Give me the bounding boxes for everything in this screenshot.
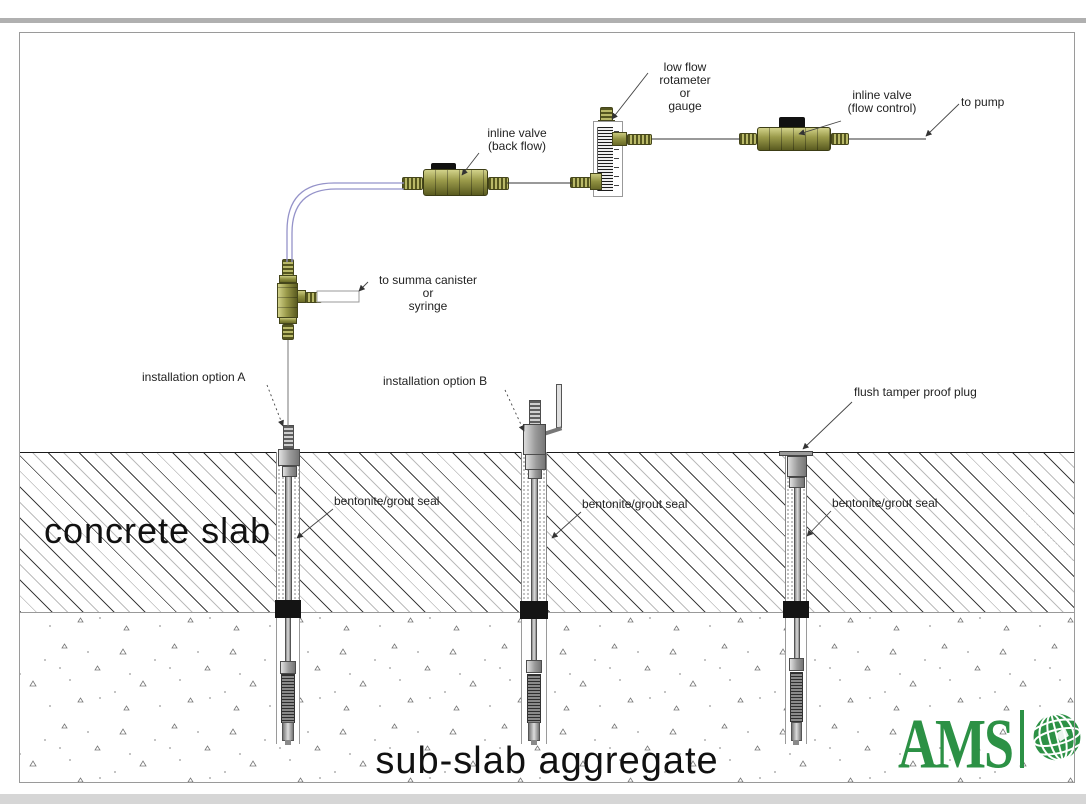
globe-icon bbox=[1033, 712, 1081, 762]
probe-a-coupling bbox=[280, 661, 296, 674]
tee-bottom-barb bbox=[282, 324, 294, 340]
concrete-slab-zone bbox=[20, 452, 1074, 613]
probe-b-valve-lever bbox=[556, 384, 562, 428]
rotameter-left-nut bbox=[590, 173, 602, 190]
probe-a-compression-nut bbox=[282, 466, 297, 477]
probe-c-flush-plate bbox=[779, 451, 813, 456]
probe-b-compression-nut bbox=[528, 469, 542, 479]
probe-c-tip bbox=[791, 722, 802, 741]
probe-c-coupling bbox=[789, 658, 804, 671]
rotameter-label-line4: gauge bbox=[668, 99, 702, 113]
summa-outlet-tube bbox=[316, 290, 360, 303]
summa-label-line2: or bbox=[422, 286, 434, 300]
probe-a-barb-fitting bbox=[283, 425, 294, 449]
summa-canister-label: to summa canister or syringe bbox=[362, 274, 494, 313]
probe-a-tubing bbox=[285, 476, 292, 602]
back-flow-label-line2: (back flow) bbox=[487, 139, 546, 153]
probe-c-bentonite-seal bbox=[783, 601, 809, 618]
concrete-slab-title: concrete slab bbox=[44, 510, 272, 551]
flow-control-label-line1: inline valve bbox=[852, 88, 912, 102]
probe-b-valve-body bbox=[523, 424, 546, 455]
probe-b-coupling bbox=[526, 660, 542, 673]
ams-logo-divider bbox=[1020, 710, 1024, 768]
probe-a-screen bbox=[281, 674, 295, 723]
flexible-tubing bbox=[286, 182, 404, 262]
ams-logo: AMS bbox=[898, 708, 1084, 779]
tee-top-nut bbox=[279, 275, 297, 283]
ams-logo-text: AMS bbox=[898, 704, 1014, 784]
probe-b-tubing bbox=[531, 478, 538, 602]
back-flow-valve-body bbox=[423, 169, 488, 196]
probe-c-plug-body bbox=[787, 456, 807, 477]
rotameter-label-line3: or bbox=[679, 86, 691, 100]
flush-plug-label: flush tamper proof plug bbox=[854, 385, 977, 399]
tee-side-barb bbox=[305, 292, 322, 303]
leader-option-b bbox=[504, 389, 525, 432]
rotameter-label-line2: rotameter bbox=[659, 73, 711, 87]
probe-a-bentonite-seal bbox=[275, 600, 301, 618]
rotameter-scale-ticks bbox=[614, 131, 619, 189]
flow-control-valve-label: inline valve (flow control) bbox=[835, 89, 929, 115]
bottom-rule bbox=[0, 794, 1086, 804]
leader-to-pump bbox=[925, 103, 960, 137]
installation-option-a-label: installation option A bbox=[142, 370, 246, 384]
back-flow-label-line1: inline valve bbox=[487, 126, 547, 140]
top-rule bbox=[0, 18, 1086, 23]
tee-bottom-nut bbox=[279, 317, 297, 324]
probe-c-compression-nut bbox=[789, 477, 805, 488]
seal-label-a: bentonite/grout seal bbox=[334, 494, 440, 508]
tee-top-barb bbox=[282, 259, 294, 276]
flow-control-valve-body bbox=[757, 127, 831, 151]
probe-c-tubing bbox=[794, 486, 801, 602]
flow-control-label-line2: (flow control) bbox=[847, 101, 917, 115]
rotameter-label-line1: low flow bbox=[663, 60, 707, 74]
probe-b-hex-nut bbox=[525, 454, 546, 470]
probe-b-rod bbox=[531, 619, 537, 661]
probe-b-tip bbox=[528, 722, 540, 741]
rotameter-left-barb bbox=[570, 177, 591, 188]
to-pump-label: to pump bbox=[961, 95, 1005, 109]
back-flow-valve-label: inline valve (back flow) bbox=[468, 127, 566, 153]
seal-label-b: bentonite/grout seal bbox=[582, 497, 688, 511]
tee-body bbox=[277, 283, 298, 318]
probe-b-screen bbox=[527, 674, 541, 723]
rotameter-label: low flow rotameter or gauge bbox=[633, 61, 737, 113]
summa-label-line3: syringe bbox=[408, 299, 448, 313]
probe-b-barb-fitting bbox=[529, 400, 541, 425]
rotameter-right-nut bbox=[612, 132, 627, 146]
leader-option-a bbox=[266, 384, 284, 427]
back-flow-valve-right-barb bbox=[488, 177, 509, 190]
probe-c-rod bbox=[794, 618, 800, 660]
seal-label-c: bentonite/grout seal bbox=[832, 496, 938, 510]
summa-label-line1: to summa canister bbox=[378, 273, 478, 287]
probe-a-rod bbox=[285, 618, 291, 662]
probe-a-hex-nut bbox=[278, 449, 300, 466]
probe-a-tip bbox=[282, 722, 294, 741]
installation-option-b-label: installation option B bbox=[383, 374, 488, 388]
flow-control-valve-handle bbox=[779, 117, 805, 129]
probe-b-lever-link bbox=[543, 426, 563, 436]
probe-c-screen bbox=[790, 672, 803, 722]
leader-flush-plug bbox=[802, 401, 853, 450]
probe-b-bentonite-seal bbox=[520, 601, 548, 619]
rotameter-right-barb bbox=[627, 134, 652, 145]
flow-control-valve-left-barb bbox=[739, 133, 757, 145]
back-flow-valve-left-barb bbox=[402, 177, 423, 190]
flow-control-valve-right-barb bbox=[831, 133, 849, 145]
